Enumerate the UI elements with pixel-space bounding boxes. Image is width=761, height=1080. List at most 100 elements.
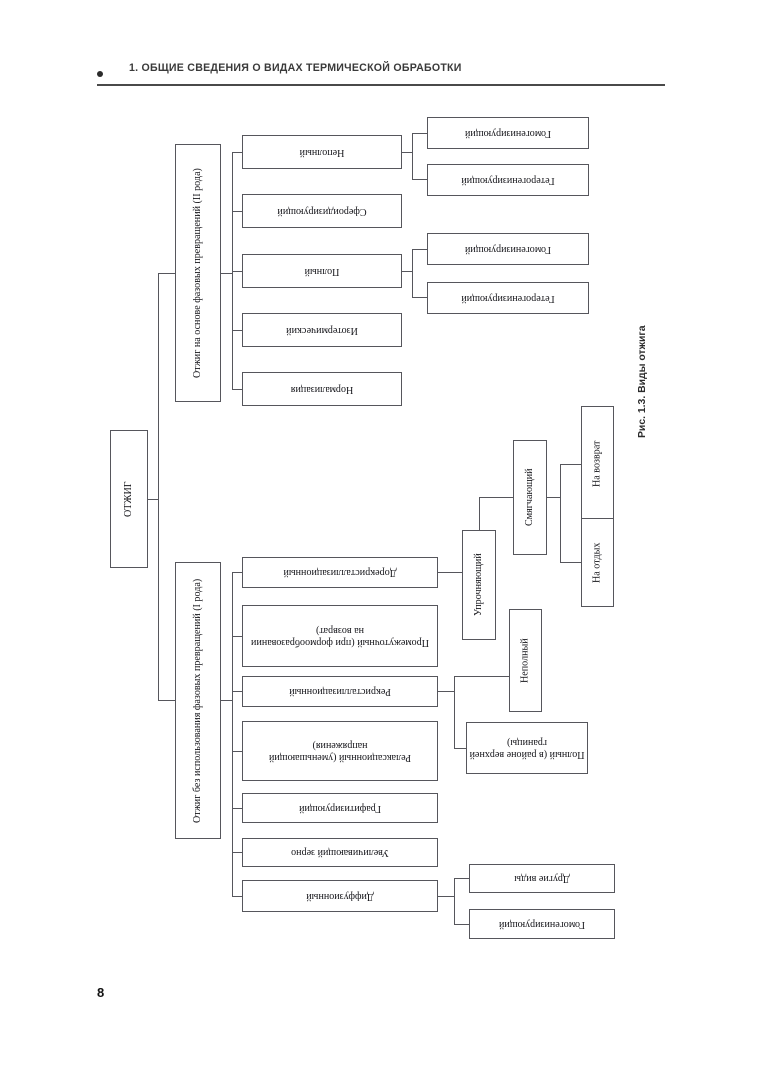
node-root-label: ОТЖИГ (123, 481, 135, 517)
connector-root-stub (148, 499, 159, 501)
node-polny-label: Полный (304, 265, 340, 277)
connector-recryst-spine (454, 676, 456, 749)
connector-recryst-child-1 (454, 676, 510, 678)
connector-diffusion-spine (454, 878, 456, 925)
node-recrystallization: Рекристаллизационный (242, 676, 438, 707)
running-header: 1. ОБЩИЕ СВЕДЕНИЯ О ВИДАХ ТЕРМИЧЕСКОЙ ОБ… (97, 62, 665, 90)
node-recrystallization-label: Рекристаллизационный (289, 686, 391, 698)
node-graphitizing: Графитизирующий (242, 793, 438, 823)
node-nophase-branch: Отжиг без использования фазовых превраще… (175, 562, 221, 839)
connector-nophase-child-6 (232, 852, 243, 854)
connector-to-phase-branch (158, 273, 175, 275)
node-strengthening: Упрочняющий (462, 530, 496, 640)
connector-recryst-child-2 (454, 748, 467, 750)
node-root: ОТЖИГ (110, 430, 148, 568)
node-polny-heterogenizing: Гетерогенизирующий (427, 282, 589, 314)
header-title: 1. ОБЩИЕ СВЕДЕНИЯ О ВИДАХ ТЕРМИЧЕСКОЙ ОБ… (129, 62, 462, 74)
connector-to-nophase-branch (158, 700, 175, 702)
node-nophase-branch-label: Отжиг без использования фазовых превраще… (192, 578, 204, 823)
node-na-otdyh-label: На отдых (591, 542, 603, 583)
node-diffusion-homogenizing-label: Гомогенизирующий (499, 918, 585, 930)
node-na-otdyh: На отдых (581, 518, 614, 607)
node-other-types: Другие виды (469, 864, 615, 893)
connector-nophase-spine (232, 572, 234, 896)
connector-polny-spine (412, 249, 414, 298)
connector-nophase-stub (221, 700, 233, 702)
connector-nophase-child-7 (232, 896, 243, 898)
connector-phase-child-5 (232, 389, 243, 391)
node-grain-growing-label: Увеличивающий зерно (291, 847, 389, 859)
connector-softening-spine (560, 464, 562, 563)
node-isothermal: Изотермический (242, 313, 402, 347)
connector-nepolny-child-1 (412, 133, 428, 135)
node-normalization-label: Нормализация (290, 383, 354, 395)
node-na-vozvrat-label: На возврат (591, 440, 603, 487)
connector-phase-child-1 (232, 152, 243, 154)
node-diffusion: Диффузионный (242, 880, 438, 912)
connector-polny-child-2 (412, 297, 428, 299)
connector-strengthening-spine (479, 497, 514, 499)
node-phase-branch-label: Отжиг на основе фазовых превращений (II … (192, 168, 204, 378)
header-divider (97, 84, 665, 86)
node-grain-growing: Увеличивающий зерно (242, 838, 438, 867)
connector-nophase-child-5 (232, 808, 243, 810)
connector-nophase-child-3 (232, 691, 243, 693)
connector-nophase-child-2 (232, 636, 243, 638)
node-recryst-polny-label: Полный (в районе верхней границы) (469, 737, 585, 760)
node-other-types-label: Другие виды (514, 873, 570, 885)
node-nepolny-label: Неполный (299, 146, 345, 158)
node-recryst-nepolny: Неполный (509, 609, 542, 712)
connector-prerecryst-stub (438, 572, 463, 574)
node-relaxation: Релаксационный (уменьшающий напряжения) (242, 721, 438, 781)
connector-polny-stub (402, 271, 413, 273)
node-phase-branch: Отжиг на основе фазовых превращений (II … (175, 144, 221, 402)
node-relaxation-label: Релаксационный (уменьшающий напряжения) (268, 740, 412, 763)
node-graphitizing-label: Графитизирующий (299, 802, 381, 814)
connector-nepolny-stub (402, 152, 413, 154)
node-recryst-polny: Полный (в районе верхней границы) (466, 722, 588, 774)
connector-softening-child-1 (560, 464, 582, 466)
node-diffusion-homogenizing: Гомогенизирующий (469, 909, 615, 939)
node-nepolny-homogenizing: Гомогенизирующий (427, 117, 589, 149)
connector-nophase-child-4 (232, 751, 243, 753)
connector-diffusion-stub (438, 896, 455, 898)
connector-phase-child-4 (232, 330, 243, 332)
node-softening-label: Смягчающий (524, 468, 536, 527)
node-nepolny-heterogenizing: Гетерогенизирующий (427, 164, 589, 196)
node-nepolny: Неполный (242, 135, 402, 169)
node-strengthening-label: Упрочняющий (473, 553, 485, 617)
connector-polny-child-1 (412, 249, 428, 251)
connector-phase-spine (232, 152, 234, 389)
node-na-vozvrat: На возврат (581, 406, 614, 521)
connector-phase-child-2 (232, 211, 243, 213)
node-nepolny-heterogenizing-label: Гетерогенизирующий (461, 174, 555, 186)
node-intermediate: Промежуточный (при формообразовании на в… (242, 605, 438, 667)
bullet-dot-icon (97, 71, 103, 77)
connector-strengthening-stub (479, 497, 481, 531)
connector-diffusion-child-2 (454, 924, 470, 926)
node-pre-recrystallization-label: Дорекристаллизационный (283, 567, 397, 579)
connector-recryst-stub (438, 691, 455, 693)
node-polny-homogenizing-label: Гомогенизирующий (465, 243, 551, 255)
node-spheroidizing-label: Сфероидизирующий (277, 205, 367, 217)
node-isothermal-label: Изотермический (286, 324, 358, 336)
connector-softening-child-2 (560, 562, 582, 564)
connector-nophase-child-1 (232, 572, 243, 574)
node-pre-recrystallization: Дорекристаллизационный (242, 557, 438, 588)
connector-diffusion-child-1 (454, 878, 470, 880)
connector-root-spine (158, 273, 160, 700)
connector-phase-stub (221, 273, 233, 275)
node-intermediate-label: Промежуточный (при формообразовании на в… (251, 625, 429, 648)
node-spheroidizing: Сфероидизирующий (242, 194, 402, 228)
connector-softening-stub (547, 497, 561, 499)
connector-nepolny-spine (412, 133, 414, 180)
connector-phase-child-3 (232, 271, 243, 273)
node-recryst-nepolny-label: Неполный (519, 638, 531, 683)
node-polny-heterogenizing-label: Гетерогенизирующий (461, 292, 555, 304)
node-nepolny-homogenizing-label: Гомогенизирующий (465, 127, 551, 139)
node-softening: Смягчающий (513, 440, 547, 555)
page-number: 8 (97, 985, 105, 1000)
node-polny: Полный (242, 254, 402, 288)
connector-nepolny-child-2 (412, 179, 428, 181)
